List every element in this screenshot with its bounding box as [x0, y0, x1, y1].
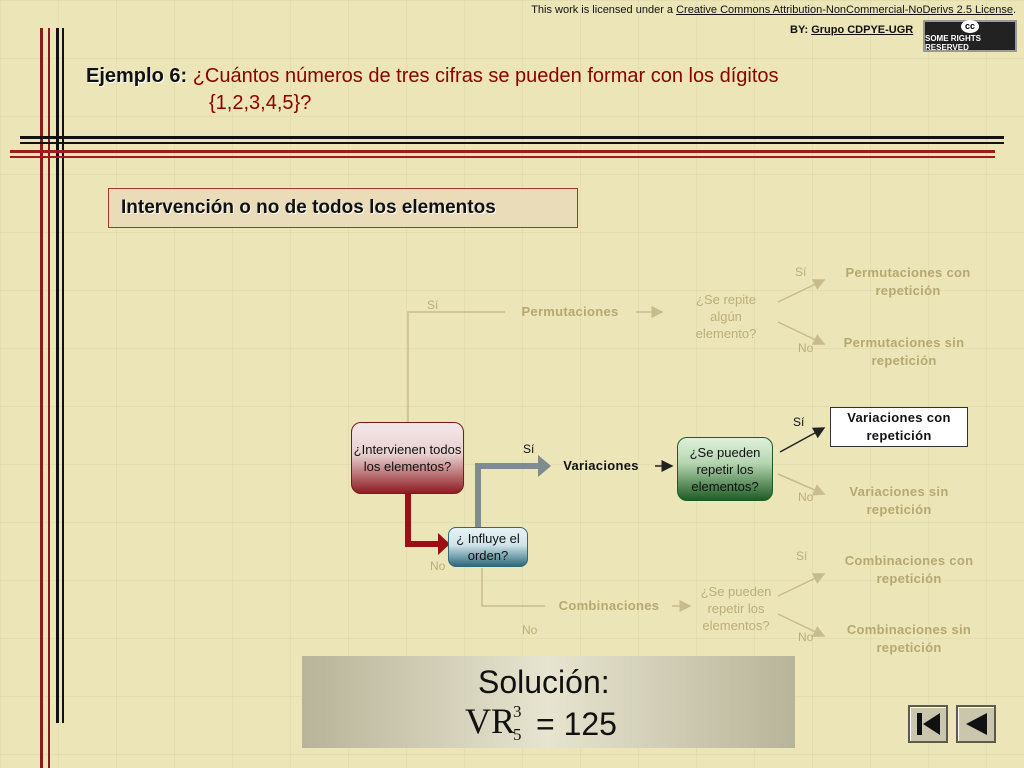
example-label: Ejemplo 6:: [86, 65, 188, 87]
author-link[interactable]: Grupo CDPYE-UGR: [811, 24, 914, 36]
question-repetir: ¿Se pueden repetir los elementos?: [677, 437, 773, 501]
license-link[interactable]: Creative Commons Attribution-NonCommerci…: [676, 4, 1013, 16]
label-permutaciones: Permutaciones: [521, 304, 619, 319]
label-comb-con: Combinaciones con repetición: [844, 553, 974, 586]
by-label: BY:: [790, 24, 812, 36]
label-no: No: [430, 559, 446, 573]
label-si: Sí: [523, 442, 535, 456]
connector-combinaciones: [481, 568, 545, 607]
frame-vertical-line: [40, 28, 43, 768]
frame-horizontal-line: [20, 142, 1004, 144]
label-si: Sí: [793, 415, 805, 429]
label-si: Sí: [795, 265, 807, 279]
example-title: Ejemplo 6: ¿Cuántos números de tres cifr…: [86, 63, 906, 117]
connector-var-sin: [777, 473, 826, 496]
question-repite-faded: ¿Se repite algún elemento?: [695, 292, 757, 341]
active-path-no-arrowhead: [438, 533, 450, 555]
result-variaciones-con-label: Variaciones con repetición: [847, 410, 951, 443]
solution-title: Solución:: [478, 664, 610, 700]
section-heading: Intervención o no de todos los elementos: [108, 188, 578, 228]
frame-vertical-line: [56, 28, 59, 723]
license-notice: This work is licensed under a Creative C…: [531, 4, 1016, 16]
label-no: No: [522, 623, 538, 637]
solution-panel: [302, 656, 795, 748]
connector-perm-sin: [777, 321, 826, 345]
license-prefix: This work is licensed under a: [531, 4, 677, 16]
author-byline: BY: Grupo CDPYE-UGR: [790, 24, 913, 36]
frame-vertical-line: [62, 28, 64, 723]
frame-vertical-line: [48, 28, 50, 768]
label-no: No: [798, 630, 814, 644]
previous-page-button[interactable]: [956, 705, 996, 743]
label-no: No: [798, 490, 814, 504]
active-path-si: [475, 463, 540, 527]
connector-var-con: [779, 427, 826, 453]
solution-superscript: 3: [513, 702, 522, 721]
label-comb-sin: Combinaciones sin repetición: [846, 622, 972, 655]
frame-horizontal-line: [10, 150, 995, 153]
solution-symbol: VR: [465, 701, 516, 741]
active-path-no: [405, 494, 440, 547]
cc-license-badge[interactable]: cc SOME RIGHTS RESERVED: [923, 20, 1017, 52]
question-intervienen: ¿Intervienen todos los elementos?: [351, 422, 464, 494]
cc-logo-icon: cc: [961, 20, 979, 33]
connector-perm-con: [777, 279, 826, 303]
badge-text: SOME RIGHTS RESERVED: [925, 34, 982, 52]
label-var-sin: Variaciones sin repetición: [849, 484, 949, 517]
solution-result: = 125: [536, 706, 617, 742]
connector-comb-con: [777, 573, 826, 597]
question-repetir-faded: ¿Se pueden repetir los elementos?: [700, 584, 772, 633]
label-variaciones: Variaciones: [563, 458, 639, 473]
connector-permutaciones: [407, 311, 505, 422]
label-no: No: [798, 341, 814, 355]
first-page-button[interactable]: [908, 705, 948, 743]
label-perm-sin: Permutaciones sin repetición: [843, 335, 965, 368]
frame-horizontal-line: [20, 136, 1004, 139]
label-si: Sí: [427, 298, 439, 312]
example-question-line1: ¿Cuántos números de tres cifras se puede…: [192, 65, 779, 87]
label-perm-con: Permutaciones con repetición: [845, 265, 971, 298]
example-question-line2: {1,2,3,4,5}?: [209, 92, 312, 114]
result-variaciones-con: Variaciones con repetición: [830, 407, 968, 447]
active-path-si-arrowhead: [538, 455, 551, 477]
frame-horizontal-line: [10, 156, 995, 158]
label-combinaciones: Combinaciones: [558, 598, 660, 613]
question-influye-orden: ¿ Influye el orden?: [448, 527, 528, 567]
label-si: Sí: [796, 549, 808, 563]
connector-comb-sin: [777, 613, 826, 637]
previous-page-icon: [966, 713, 987, 735]
solution-subscript: 5: [513, 725, 522, 744]
license-suffix: .: [1012, 4, 1016, 16]
first-page-icon: [917, 713, 940, 735]
